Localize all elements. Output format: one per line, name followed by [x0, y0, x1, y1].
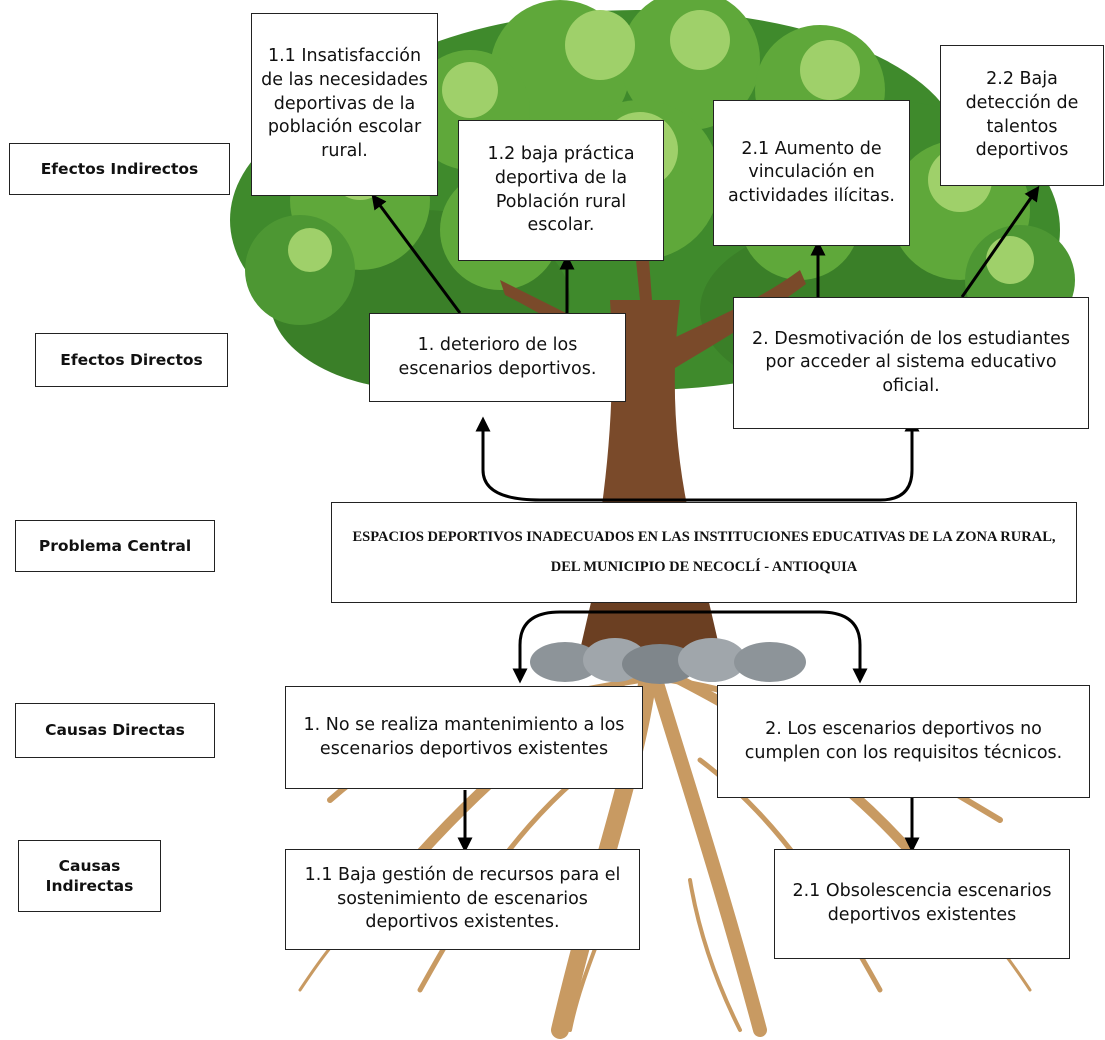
- label-causas-indirectas: Causas Indirectas: [18, 840, 161, 912]
- effect-direct-1: 1. deterioro de los escenarios deportivo…: [369, 313, 626, 402]
- cause-indirect-2-1: 2.1 Obsolescencia escenarios deportivos …: [774, 849, 1070, 959]
- label-efectos-directos: Efectos Directos: [35, 333, 228, 387]
- arrow-e2-to-e2_2: [960, 185, 1040, 298]
- effect-indirect-2-1: 2.1 Aumento de vinculación en actividade…: [713, 100, 910, 246]
- central-problem: ESPACIOS DEPORTIVOS INADECUADOS EN LAS I…: [331, 502, 1077, 603]
- label-efectos-indirectos: Efectos Indirectos: [9, 143, 230, 195]
- effect-direct-2: 2. Desmotivación de los estudiantes por …: [733, 297, 1089, 429]
- label-causas-directas: Causas Directas: [15, 703, 215, 758]
- cause-direct-1: 1. No se realiza mantenimiento a los esc…: [285, 686, 643, 789]
- cause-indirect-1-1: 1.1 Baja gestión de recursos para el sos…: [285, 849, 640, 950]
- arrow-problem-to-effects: [475, 416, 920, 502]
- arrow-problem-to-causes: [512, 610, 868, 684]
- effect-indirect-2-2: 2.2 Baja detección de talentos deportivo…: [940, 45, 1104, 186]
- connector-arrows: [371, 185, 1040, 853]
- arrow-e1-to-e1_1: [371, 193, 462, 314]
- stones: [530, 638, 806, 684]
- effect-indirect-1-2: 1.2 baja práctica deportiva de la Poblac…: [458, 120, 664, 261]
- cause-direct-2: 2. Los escenarios deportivos no cumplen …: [717, 685, 1090, 798]
- label-problema-central: Problema Central: [15, 520, 215, 572]
- effect-indirect-1-1: 1.1 Insatisfacción de las necesidades de…: [251, 13, 438, 196]
